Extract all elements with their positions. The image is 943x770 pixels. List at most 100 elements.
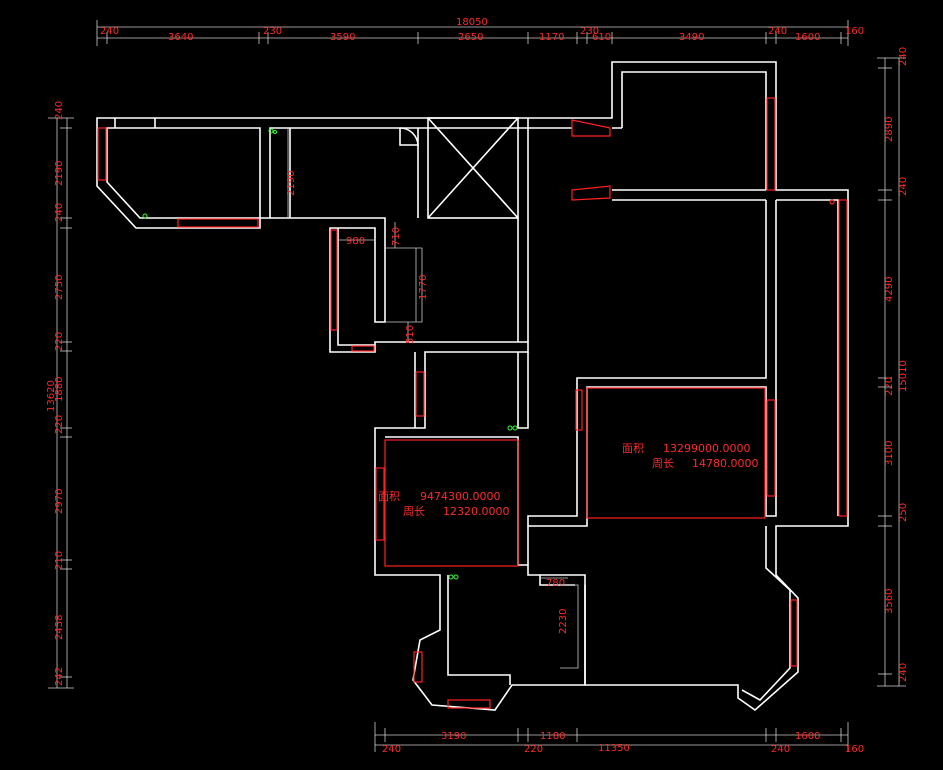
room-outline-bedroom: [384, 439, 519, 567]
bottom-dim-5: 1600: [795, 731, 820, 742]
right-dim-5: 3100: [884, 441, 895, 466]
left-dim-6: 220: [54, 415, 65, 434]
window-living-left: [575, 389, 583, 431]
window-corridor-left: [330, 229, 338, 331]
interior-dim-780: 780: [546, 578, 565, 589]
bottom-dim-6: 160: [845, 744, 864, 755]
fixture-symbols: [142, 128, 835, 580]
right-total-dimension: 15010: [898, 360, 909, 392]
room-label-living: 面积 13299000.0000 周长 14780.0000: [622, 442, 758, 470]
walls: [96, 61, 849, 712]
left-dim-10: 242: [54, 667, 65, 686]
right-dim-3: 4290: [884, 277, 895, 302]
window-bay-left: [413, 651, 423, 683]
bedroom-area-value: 9474300.0000: [420, 490, 500, 503]
left-dimension-chain: 13620 240 2190 240 2750 220 1880 220 297…: [46, 101, 74, 689]
top-dim-3: 3590: [330, 32, 355, 43]
window-bath-right: [790, 599, 798, 667]
top-dim-4: 2650: [458, 32, 483, 43]
top-dim-7: 610: [592, 32, 611, 43]
right-dim-6: 250: [898, 503, 909, 522]
top-dim-2: 230: [263, 26, 282, 37]
right-dim-7: 3560: [884, 589, 895, 614]
left-dim-3: 2750: [54, 275, 65, 300]
window-kitchen-top: [571, 119, 611, 137]
window-corridor-bottom: [351, 345, 375, 352]
left-total-dimension: 13620: [46, 380, 57, 412]
top-dim-8: 3490: [679, 32, 704, 43]
bottom-dim-1: 3190: [441, 731, 466, 742]
left-dim-8: 210: [54, 551, 65, 570]
drain-symbol-1: [142, 213, 148, 219]
wall-top-left-wing: [96, 117, 529, 229]
interior-dim-980: 980: [346, 236, 365, 247]
elevator-shaft: [427, 117, 519, 219]
window-bedroom-left: [375, 467, 385, 541]
interior-dim-510: 510: [405, 325, 416, 344]
living-perimeter-label: 周长: [652, 457, 674, 470]
living-perimeter-value: 14780.0000: [692, 457, 758, 470]
left-dim-2: 240: [54, 203, 65, 222]
window-right-mid: [766, 399, 776, 497]
bedroom-area-label: 面积: [378, 490, 400, 503]
bottom-dimension-chain: 11350 240 3190 220 1180 240 1600 160: [374, 722, 864, 755]
right-dim-8: 240: [898, 663, 909, 682]
left-dim-7: 2970: [54, 489, 65, 514]
bedroom-perimeter-value: 12320.0000: [443, 505, 509, 518]
window-top-left-bottom: [177, 218, 259, 228]
interior-dimensions: 2190 980 710 1770 510 780 2230: [286, 128, 579, 669]
left-dim-0: 240: [54, 101, 65, 120]
fixture-symbol-red: [829, 199, 835, 205]
elevator-cross-b: [427, 117, 519, 219]
door-swing: [399, 127, 419, 146]
bottom-dim-3: 1180: [540, 731, 565, 742]
left-dim-5: 1880: [54, 377, 65, 402]
wall-top-left-inner: [114, 118, 291, 218]
top-dim-1: 3640: [168, 32, 193, 43]
left-dim-4: 220: [54, 332, 65, 351]
wall-corridor-inner: [337, 228, 529, 429]
room-outline-living: [586, 387, 766, 519]
interior-dim-2190: 2190: [286, 171, 297, 196]
top-dim-9: 240: [768, 26, 787, 37]
bottom-dim-0: 240: [382, 744, 401, 755]
bottom-dim-4: 240: [771, 744, 790, 755]
left-dim-9: 2458: [54, 615, 65, 640]
windows: [97, 97, 848, 709]
wall-right-upper: [528, 61, 849, 712]
bedroom-perimeter-label: 周长: [403, 505, 425, 518]
window-left-top: [97, 127, 107, 181]
right-dim-1: 2890: [884, 117, 895, 142]
window-bay-bottom: [447, 699, 491, 709]
drain-symbol-2: [268, 128, 274, 134]
interior-dim-1770: 1770: [418, 275, 429, 300]
living-area-value: 13299000.0000: [663, 442, 750, 455]
window-kitchen-bottom: [571, 185, 611, 201]
wall-right-inner: [527, 71, 839, 527]
top-dim-6: 230: [580, 26, 599, 37]
top-dim-0: 240: [100, 26, 119, 37]
right-dim-0: 240: [898, 47, 909, 66]
wall-corridor: [270, 217, 586, 711]
right-dim-4: 220: [884, 377, 895, 396]
drain-symbol-4: [448, 574, 454, 580]
top-dimension-chain: 18050 240 3640 230 3590 2650 1170 230 61…: [96, 17, 864, 46]
window-right-long: [838, 199, 848, 517]
top-dim-10: 1600: [795, 32, 820, 43]
drain-symbol-3: [507, 425, 513, 431]
right-dim-2: 240: [898, 177, 909, 196]
interior-dim-2230: 2230: [558, 609, 569, 634]
window-right-top: [766, 97, 776, 191]
top-dim-5: 1170: [539, 32, 564, 43]
left-dim-1: 2190: [54, 161, 65, 186]
room-label-bedroom: 面积 9474300.0000 周长 12320.0000: [378, 490, 509, 518]
top-total-dimension: 18050: [456, 17, 488, 28]
top-dim-11: 160: [845, 26, 864, 37]
right-dimension-chain: 15010 240 2890 240 4290 220 3100 250 356…: [877, 47, 909, 687]
bottom-dim-2: 220: [524, 744, 543, 755]
wall-bath: [527, 526, 791, 702]
bottom-total-dimension: 11350: [598, 743, 630, 754]
living-area-label: 面积: [622, 442, 644, 455]
